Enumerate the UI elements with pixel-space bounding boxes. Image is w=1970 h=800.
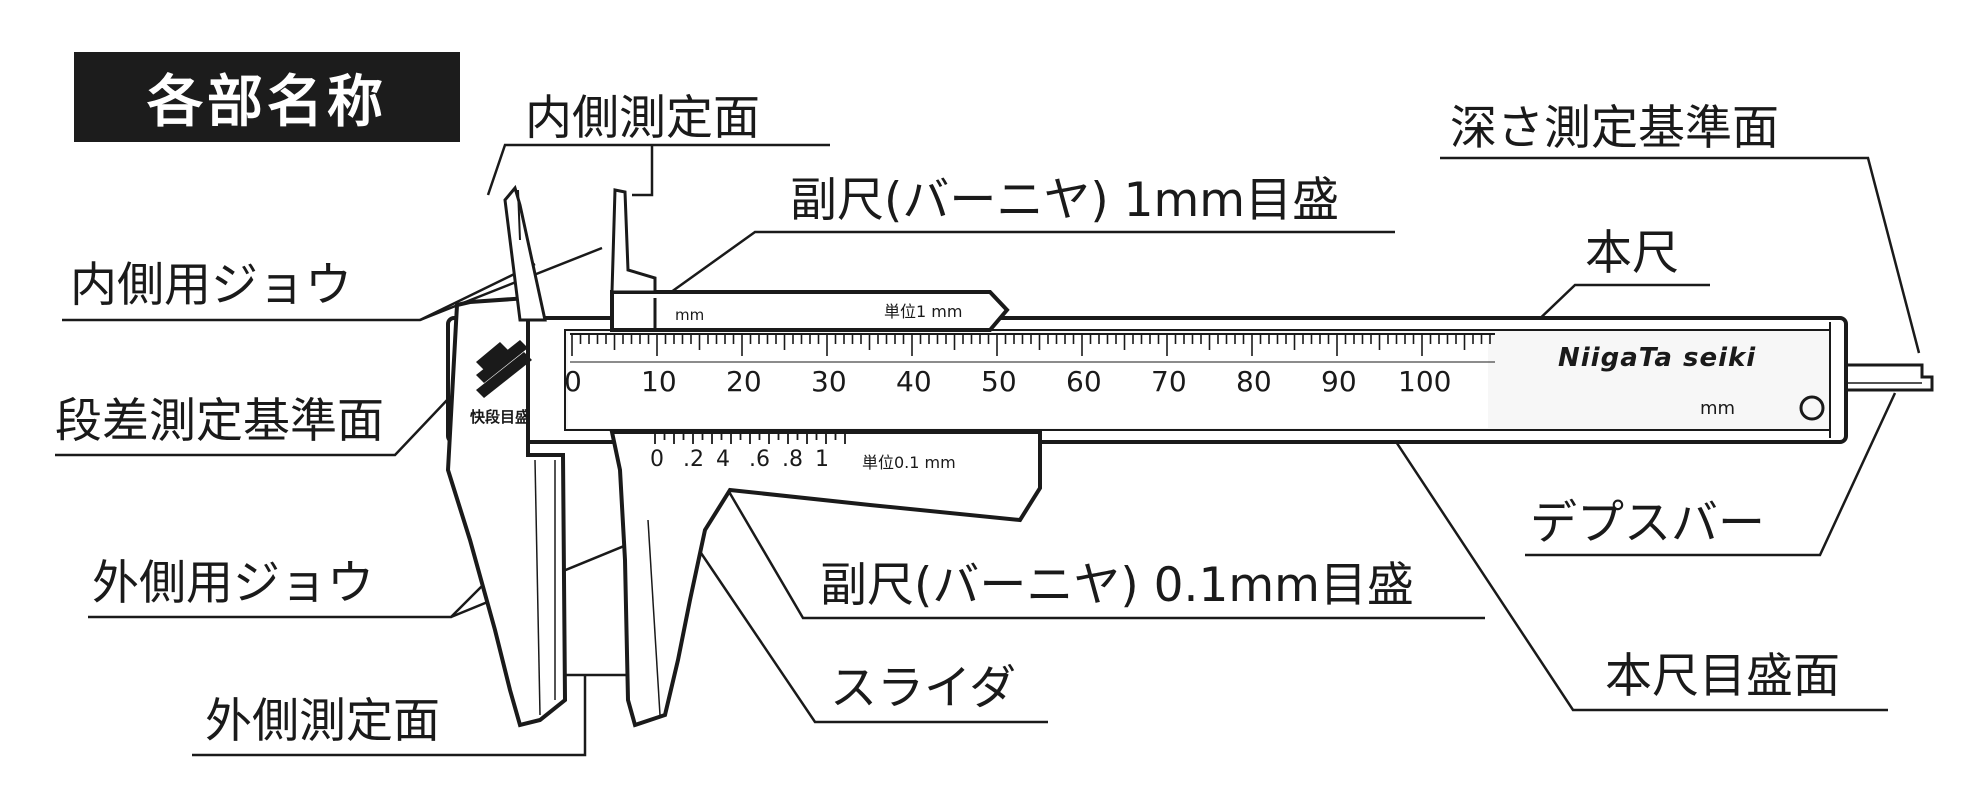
fixed-jaw [445,184,568,728]
vernier-bottom-unit-label: 単位0.1 mm [862,453,956,472]
main-scale-band [568,333,1495,428]
label-inner-measuring-face: 内側測定面 [525,91,760,146]
label-step-reference-face: 段差測定基準面 [55,394,384,449]
label-depth-bar: デプスバー [1530,496,1765,551]
brand-mark-icon [476,340,532,398]
page-title: 各部名称 [74,52,460,142]
vernier-top-unit-label: 単位1 mm [884,302,963,321]
brand-mark-text: 快段目盛 [470,408,531,426]
label-depth-reference-face: 深さ測定基準面 [1450,101,1779,156]
label-main-scale-face: 本尺目盛面 [1605,649,1840,704]
vernier-bottom-ticks [654,432,846,444]
main-scale-unit: mm [1700,398,1736,419]
label-vernier-01mm: 副尺(バーニヤ) 0.1mm目盛 [820,558,1414,613]
main-scale-ticks [571,334,1491,356]
scale-number: 60 [1066,365,1102,398]
label-main-scale: 本尺 [1585,226,1679,281]
scale-number: 30 [811,365,847,398]
scale-number: 70 [1151,365,1187,398]
scale-number: 20 [726,365,762,398]
label-slider: スライダ [830,661,1017,716]
vernier-top-unit: mm [675,306,705,324]
vernier-number: .8 [782,447,803,472]
scale-number: 40 [896,365,932,398]
scale-number: 80 [1236,365,1272,398]
vernier-number: 1 [815,447,829,472]
label-outer-jaw: 外側用ジョウ [92,556,374,611]
brand-logo: NiigaTa seiki [1558,343,1757,373]
depth-bar [1840,363,1934,392]
slider [609,188,1042,728]
scale-number: 90 [1321,365,1357,398]
scale-number: 0 [564,365,582,398]
scale-number: 10 [641,365,677,398]
label-vernier-1mm: 副尺(バーニヤ) 1mm目盛 [790,173,1340,228]
scale-number: 100 [1398,365,1452,398]
scale-number: 50 [981,365,1017,398]
vernier-number: 4 [716,447,730,472]
label-outer-measuring-face: 外側測定面 [205,694,440,749]
label-inner-jaw: 内側用ジョウ [70,258,352,313]
vernier-number: .2 [683,447,704,472]
vernier-number: .6 [749,447,770,472]
vernier-number: 0 [650,447,664,472]
